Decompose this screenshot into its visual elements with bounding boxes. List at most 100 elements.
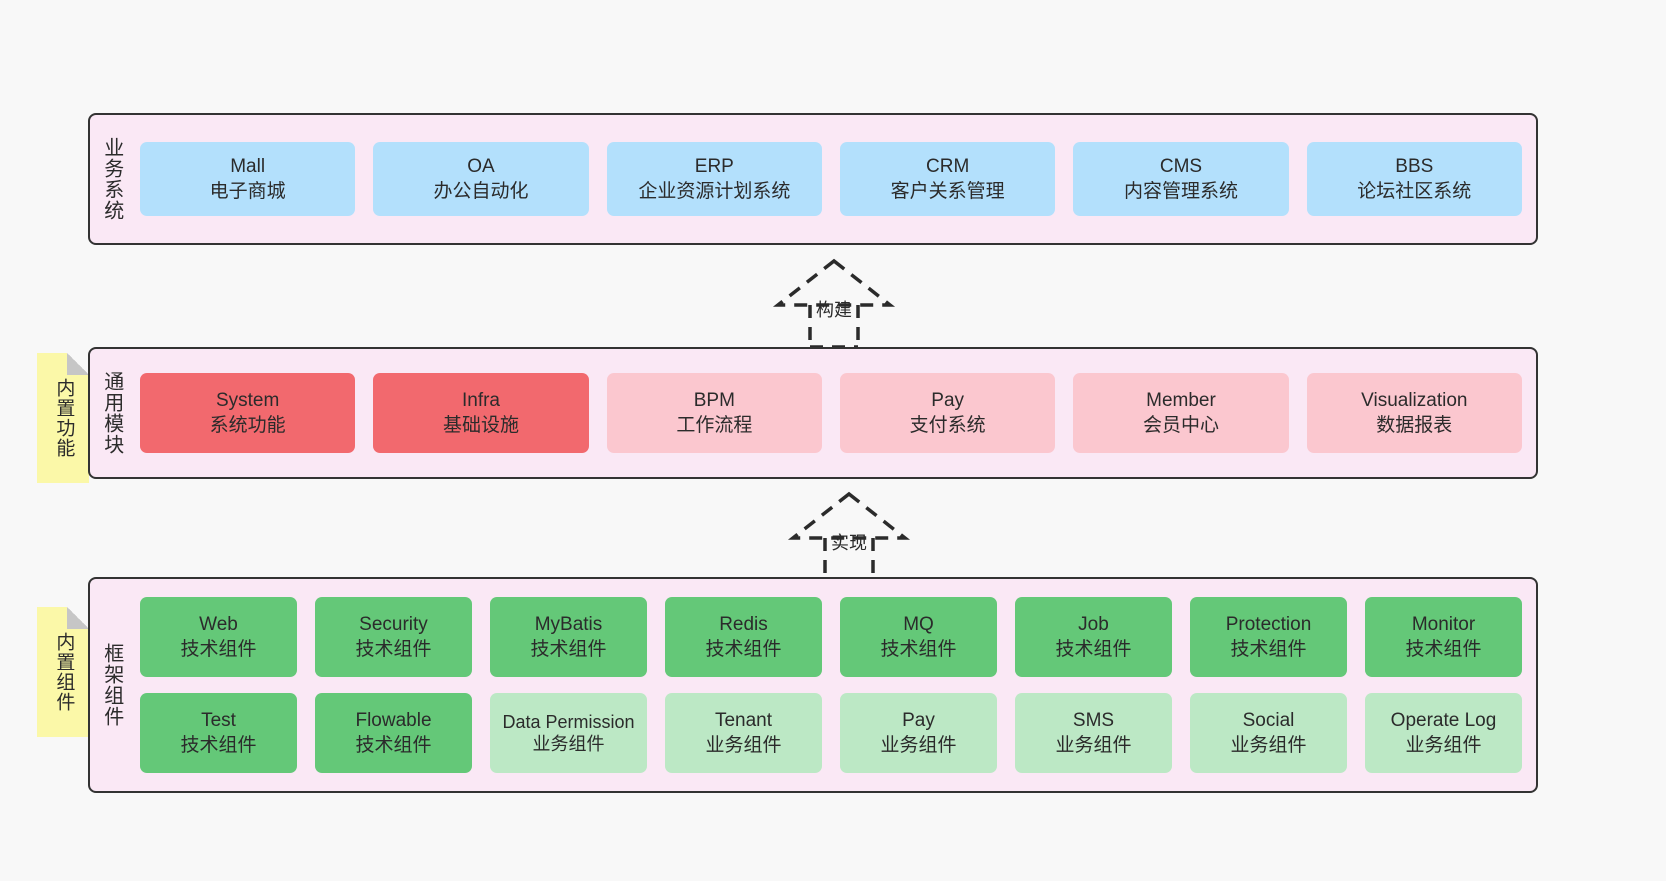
box-subtitle: 业务组件 xyxy=(1230,735,1307,756)
box-title: Tenant xyxy=(714,709,773,731)
box-subtitle: 电子商城 xyxy=(209,181,286,202)
row: Mall 电子商城 OA 办公自动化 ERP 企业资源计划系统 CRM 客户关系… xyxy=(140,142,1522,216)
box-title: BBS xyxy=(1395,155,1434,177)
box-subtitle: 基础设施 xyxy=(442,415,519,436)
layer-body-framework-component: Web 技术组件 Security 技术组件 MyBatis 技术组件 Redi… xyxy=(132,579,1536,791)
box-subtitle: 工作流程 xyxy=(676,415,753,436)
layer-title-common-module: 通用模块 xyxy=(100,371,123,455)
box-title: Operate Log xyxy=(1390,709,1497,731)
box-data-permission[interactable]: Data Permission 业务组件 xyxy=(490,693,647,773)
box-title: MyBatis xyxy=(534,613,603,635)
box-social[interactable]: Social 业务组件 xyxy=(1190,693,1347,773)
layer-common-module: 通用模块 System 系统功能 Infra 基础设施 BPM 工作流程 Pay… xyxy=(88,347,1538,479)
box-subtitle: 技术组件 xyxy=(180,735,257,756)
box-subtitle: 业务组件 xyxy=(880,735,957,756)
box-title: Social xyxy=(1242,709,1295,731)
box-security[interactable]: Security 技术组件 xyxy=(315,597,472,677)
box-subtitle: 论坛社区系统 xyxy=(1357,181,1472,202)
layer-title-framework-component: 框架组件 xyxy=(100,643,123,727)
box-title: Job xyxy=(1078,613,1109,635)
box-title: System xyxy=(215,389,280,411)
box-title: Pay xyxy=(902,709,935,731)
box-tenant[interactable]: Tenant 业务组件 xyxy=(665,693,822,773)
note-text: 内置组件 xyxy=(53,632,75,712)
connector-build: 构建 xyxy=(754,257,914,349)
box-web[interactable]: Web 技术组件 xyxy=(140,597,297,677)
box-mybatis[interactable]: MyBatis 技术组件 xyxy=(490,597,647,677)
box-flowable[interactable]: Flowable 技术组件 xyxy=(315,693,472,773)
box-title: MQ xyxy=(903,613,934,635)
box-subtitle: 业务组件 xyxy=(1055,735,1132,756)
box-subtitle: 会员中心 xyxy=(1142,415,1219,436)
row: Web 技术组件 Security 技术组件 MyBatis 技术组件 Redi… xyxy=(140,597,1522,677)
box-title: BPM xyxy=(693,389,735,411)
box-title: Data Permission xyxy=(502,711,635,732)
box-cms[interactable]: CMS 内容管理系统 xyxy=(1073,142,1289,216)
box-system[interactable]: System 系统功能 xyxy=(140,373,356,453)
box-subtitle: 企业资源计划系统 xyxy=(638,181,791,202)
box-subtitle: 业务组件 xyxy=(532,734,605,754)
note-text: 内置功能 xyxy=(53,378,75,458)
box-infra[interactable]: Infra 基础设施 xyxy=(373,373,589,453)
box-title: Infra xyxy=(461,389,500,411)
box-subtitle: 办公自动化 xyxy=(433,181,529,202)
layer-title-business-system: 业务系统 xyxy=(100,137,123,221)
box-pay[interactable]: Pay 支付系统 xyxy=(839,373,1056,453)
box-test[interactable]: Test 技术组件 xyxy=(140,693,297,773)
box-monitor[interactable]: Monitor 技术组件 xyxy=(1365,597,1522,677)
row: Test 技术组件 Flowable 技术组件 Data Permission … xyxy=(140,693,1522,773)
box-title: Web xyxy=(199,613,238,635)
box-crm[interactable]: CRM 客户关系管理 xyxy=(839,142,1056,216)
box-oa[interactable]: OA 办公自动化 xyxy=(373,142,589,216)
box-title: CMS xyxy=(1159,155,1203,177)
box-subtitle: 客户关系管理 xyxy=(890,181,1005,202)
box-subtitle: 系统功能 xyxy=(209,415,286,436)
box-subtitle: 技术组件 xyxy=(1055,639,1132,660)
box-mq[interactable]: MQ 技术组件 xyxy=(840,597,997,677)
connector-label-implement: 实现 xyxy=(831,533,867,553)
row: System 系统功能 Infra 基础设施 BPM 工作流程 Pay 支付系统… xyxy=(140,373,1522,453)
box-subtitle: 业务组件 xyxy=(705,735,782,756)
layer-business-system: 业务系统 Mall 电子商城 OA 办公自动化 ERP 企业资源计划系统 CRM… xyxy=(88,113,1538,245)
box-visualization[interactable]: Visualization 数据报表 xyxy=(1306,373,1522,453)
box-bbs[interactable]: BBS 论坛社区系统 xyxy=(1306,142,1522,216)
layer-body-common-module: System 系统功能 Infra 基础设施 BPM 工作流程 Pay 支付系统… xyxy=(132,349,1536,477)
layer-framework-component: 框架组件 Web 技术组件 Security 技术组件 MyBatis 技术组件… xyxy=(88,577,1538,793)
box-subtitle: 支付系统 xyxy=(909,415,986,436)
box-title: Member xyxy=(1146,389,1216,411)
layer-body-business-system: Mall 电子商城 OA 办公自动化 ERP 企业资源计划系统 CRM 客户关系… xyxy=(132,115,1536,243)
box-title: Redis xyxy=(719,613,768,635)
box-redis[interactable]: Redis 技术组件 xyxy=(665,597,822,677)
box-protection[interactable]: Protection 技术组件 xyxy=(1190,597,1347,677)
box-sms[interactable]: SMS 业务组件 xyxy=(1015,693,1172,773)
box-subtitle: 技术组件 xyxy=(530,639,607,660)
box-title: OA xyxy=(467,155,495,177)
box-title: Monitor xyxy=(1411,613,1476,635)
note-builtin-component: 内置组件 xyxy=(37,607,89,737)
box-subtitle: 数据报表 xyxy=(1376,415,1453,436)
box-subtitle: 技术组件 xyxy=(880,639,957,660)
box-erp[interactable]: ERP 企业资源计划系统 xyxy=(606,142,822,216)
box-title: ERP xyxy=(694,155,734,177)
box-bpm[interactable]: BPM 工作流程 xyxy=(606,373,822,453)
box-mall[interactable]: Mall 电子商城 xyxy=(140,142,356,216)
box-title: SMS xyxy=(1072,709,1115,731)
box-subtitle: 技术组件 xyxy=(1405,639,1482,660)
box-title: Protection xyxy=(1225,613,1312,635)
connector-implement: 实现 xyxy=(769,490,929,582)
box-pay-component[interactable]: Pay 业务组件 xyxy=(840,693,997,773)
box-subtitle: 内容管理系统 xyxy=(1123,181,1238,202)
box-job[interactable]: Job 技术组件 xyxy=(1015,597,1172,677)
box-title: Security xyxy=(359,613,428,635)
box-title: Visualization xyxy=(1361,389,1468,411)
box-subtitle: 技术组件 xyxy=(355,735,432,756)
box-title: Test xyxy=(201,709,236,731)
box-subtitle: 技术组件 xyxy=(1230,639,1307,660)
box-title: CRM xyxy=(926,155,970,177)
box-operate-log[interactable]: Operate Log 业务组件 xyxy=(1365,693,1522,773)
box-title: Mall xyxy=(230,155,266,177)
box-subtitle: 技术组件 xyxy=(705,639,782,660)
note-builtin-function: 内置功能 xyxy=(37,353,89,483)
box-member[interactable]: Member 会员中心 xyxy=(1073,373,1289,453)
